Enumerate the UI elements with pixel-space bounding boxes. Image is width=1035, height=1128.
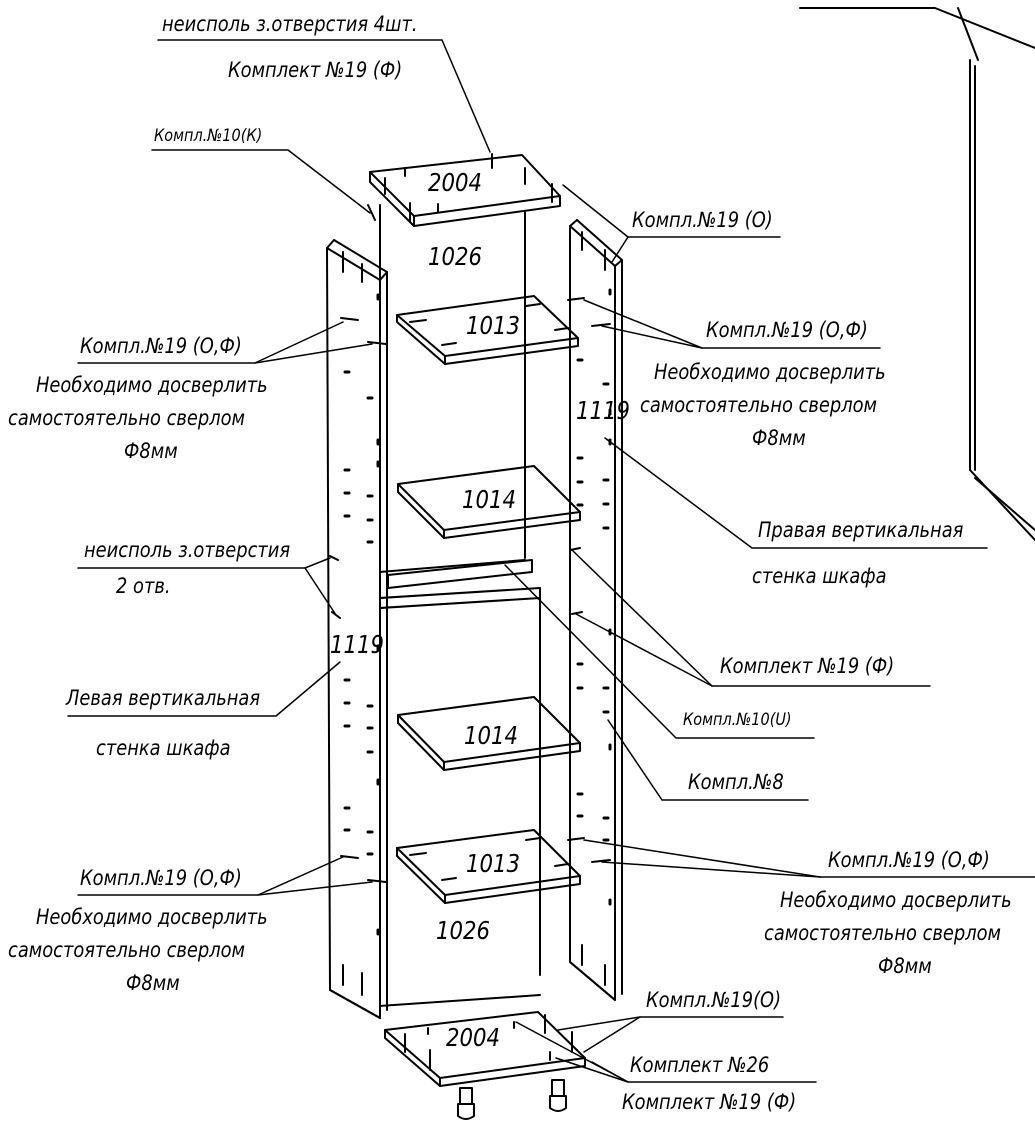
kit19o-top-label: Компл.№19 (О) xyxy=(632,208,773,232)
left-unused-holes-line2: 2 отв. xyxy=(116,574,171,598)
shelf2-number: 1014 xyxy=(462,485,517,514)
right-drill-bot-line1: Необходимо досверлить xyxy=(780,888,1012,912)
kit26-label: Комплект №26 xyxy=(630,1053,770,1077)
kit10k-label: Компл.№10(К) xyxy=(154,126,263,146)
left-wall-line1: Левая вертикальная xyxy=(66,686,261,710)
right-drill-bot-line3: Ф8мм xyxy=(878,954,932,978)
right-wall xyxy=(567,219,623,1001)
shelf3-number: 1014 xyxy=(464,721,519,750)
cross-rail xyxy=(387,559,533,589)
right-side-number: 1119 xyxy=(576,396,631,425)
bottom-panel xyxy=(384,1011,586,1120)
shelf-1014-lower xyxy=(397,696,581,771)
left-wall xyxy=(326,239,388,1019)
left-drill-bot-line3: Ф8мм xyxy=(126,971,180,995)
right-kit19of-top-label: Компл.№19 (О,Ф) xyxy=(706,318,868,342)
left-side-number: 1119 xyxy=(330,630,385,659)
shelf1-number: 1013 xyxy=(466,311,521,340)
leader-lines xyxy=(67,39,1035,1083)
left-kit19of-bot-label: Компл.№19 (О,Ф) xyxy=(80,866,242,890)
kit10u-label: Компл.№10(U) xyxy=(683,710,792,730)
shelf-1013-upper xyxy=(396,295,579,365)
right-drill-top-line2: самостоятельно сверлом xyxy=(640,393,878,417)
left-wall-line2: стенка шкафа xyxy=(96,736,231,760)
left-drill-bot-line2: самостоятельно сверлом xyxy=(8,938,246,962)
left-drill-top-line3: Ф8мм xyxy=(124,439,178,463)
left-drill-top-line1: Необходимо досверлить xyxy=(36,373,268,397)
kit19f-bot-label: Комплект №19 (Ф) xyxy=(622,1090,797,1114)
right-kit19of-bot-label: Компл.№19 (О,Ф) xyxy=(828,848,990,872)
shelf-1013-lower xyxy=(396,829,581,904)
shelf4-number: 1013 xyxy=(466,849,521,878)
kit19o-bot-label: Компл.№19(О) xyxy=(646,988,782,1012)
right-wall-line1: Правая вертикальная xyxy=(758,518,964,542)
left-kit19of-top-label: Компл.№19 (О,Ф) xyxy=(80,334,242,358)
kit8-label: Компл.№8 xyxy=(688,770,784,794)
kit19f-mid-label: Комплект №19 (Ф) xyxy=(720,654,895,678)
top-kit19f-label: Комплект №19 (Ф) xyxy=(228,58,403,82)
top-panel xyxy=(367,153,561,227)
left-drill-top-line2: самостоятельно сверлом xyxy=(8,406,246,430)
left-unused-holes-line1: неисполь з.отверстия xyxy=(84,538,291,562)
right-wall-line2: стенка шкафа xyxy=(752,564,887,588)
back-upper-number: 1026 xyxy=(428,242,483,271)
back-lower-number: 1026 xyxy=(436,916,491,945)
top-panel-number: 2004 xyxy=(428,168,483,197)
right-drill-bot-line2: самостоятельно сверлом xyxy=(764,921,1002,945)
shelf-1014-upper xyxy=(397,465,581,539)
bottom-panel-number: 2004 xyxy=(446,1023,501,1052)
left-drill-bot-line1: Необходимо досверлить xyxy=(36,905,268,929)
right-drill-top-line3: Ф8мм xyxy=(752,426,806,450)
right-drill-top-line1: Необходимо досверлить xyxy=(654,360,886,384)
top-unused-holes-label: неисполь з.отверстия 4шт. xyxy=(162,12,418,36)
adjacent-cabinet xyxy=(799,7,1035,541)
